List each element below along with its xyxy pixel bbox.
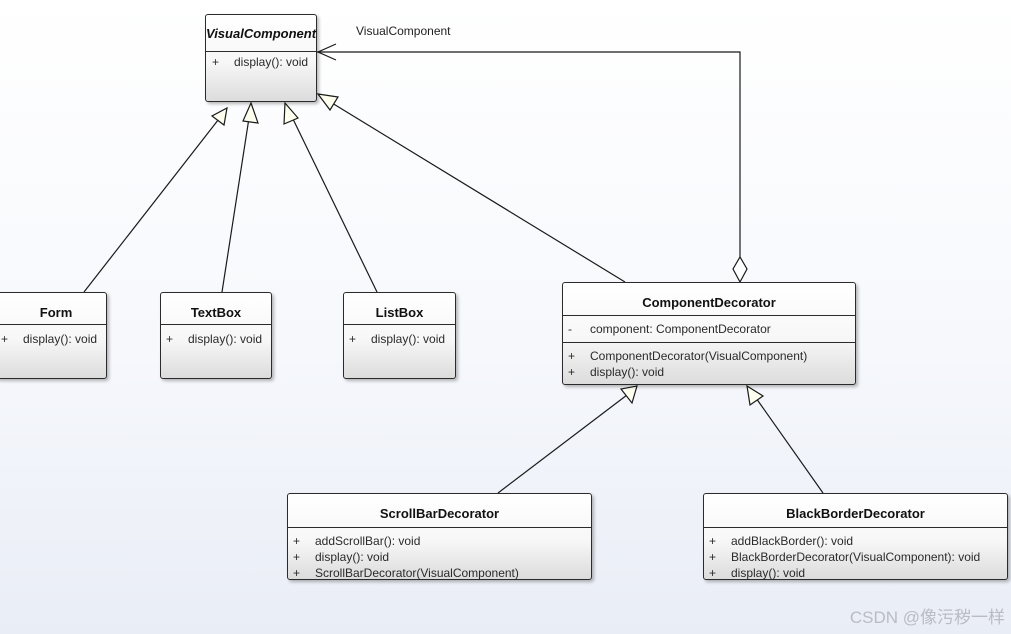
class-name: ScrollBarDecorator [379,506,500,521]
class-name: Form [39,305,73,320]
visibility-marker: + [293,550,301,564]
method-signature: display(): void [23,332,98,346]
method-signature: display(): void [590,365,665,379]
class-component-decorator[interactable]: ComponentDecorator - component: Component… [562,282,856,385]
attribute-row: - component: ComponentDecorator [568,321,771,337]
method-row: + addScrollBar(): void [293,533,420,549]
aggregation-label: VisualComponent [356,24,451,38]
class-blackborder-decorator[interactable]: BlackBorderDecorator + addBlackBorder(): … [703,493,1008,580]
visibility-marker: + [568,349,576,363]
method-row: + display(): void [349,331,445,347]
method-signature: addScrollBar(): void [315,534,421,548]
watermark: CSDN @像污秽一样 [849,608,1005,627]
compartment-divider [161,324,271,325]
visibility-marker: + [709,566,717,580]
compartment-divider [206,51,316,52]
class-scrollbar-decorator[interactable]: ScrollBarDecorator + addScrollBar(): void… [287,493,592,580]
method-signature: display(): void [731,566,806,580]
method-row: + ScrollBarDecorator(VisualComponent) [293,565,519,581]
attribute-signature: component: ComponentDecorator [590,322,771,336]
method-signature: display(): void [315,550,390,564]
visibility-marker: + [1,332,9,346]
method-row: + display(): void [1,331,97,347]
visibility-marker: + [349,332,357,346]
generalization-textbox [221,101,259,293]
method-row: + display(): void [293,549,389,565]
compartment-divider [563,315,855,316]
method-row: + addBlackBorder(): void [709,533,853,549]
method-signature: BlackBorderDecorator(VisualComponent): v… [731,550,981,564]
generalization-form [83,106,228,293]
compartment-divider [0,324,106,325]
class-textbox[interactable]: TextBox + display(): void [160,292,272,379]
aggregation-component [316,43,748,284]
method-row: + display(): void [212,54,308,70]
method-signature: addBlackBorder(): void [731,534,854,548]
visibility-marker: + [212,55,220,69]
visibility-marker: + [166,332,174,346]
visibility-marker: + [293,534,301,548]
compartment-divider [344,324,455,325]
compartment-divider [288,527,591,528]
compartment-divider [704,527,1007,528]
method-row: + display(): void [709,565,805,581]
method-row: + display(): void [166,331,262,347]
method-signature: ComponentDecorator(VisualComponent) [590,349,808,363]
visibility-marker: + [709,534,717,548]
class-name: BlackBorderDecorator [786,506,925,521]
class-name: ComponentDecorator [642,295,776,310]
class-name: TextBox [190,305,242,320]
method-row: + display(): void [568,364,664,380]
compartment-divider [563,342,855,343]
method-signature: ScrollBarDecorator(VisualComponent) [315,566,519,580]
generalization-blackborder-decorator [746,384,824,494]
method-row: + ComponentDecorator(VisualComponent) [568,348,807,364]
method-signature: display(): void [234,55,309,69]
generalization-component-decorator [316,93,626,283]
visibility-marker: - [568,322,572,336]
method-signature: display(): void [371,332,446,346]
class-form[interactable]: Form + display(): void [0,292,107,379]
class-listbox[interactable]: ListBox + display(): void [343,292,456,379]
generalization-scrollbar-decorator [497,385,638,494]
visibility-marker: + [293,566,301,580]
method-row: + BlackBorderDecorator(VisualComponent): … [709,549,980,565]
visibility-marker: + [709,550,717,564]
method-signature: display(): void [188,332,263,346]
class-visual-component[interactable]: VisualComponent + display(): void [205,14,317,102]
class-name: VisualComponent [206,26,317,41]
generalization-listbox [283,101,378,293]
visibility-marker: + [568,365,576,379]
class-name: ListBox [375,305,424,320]
